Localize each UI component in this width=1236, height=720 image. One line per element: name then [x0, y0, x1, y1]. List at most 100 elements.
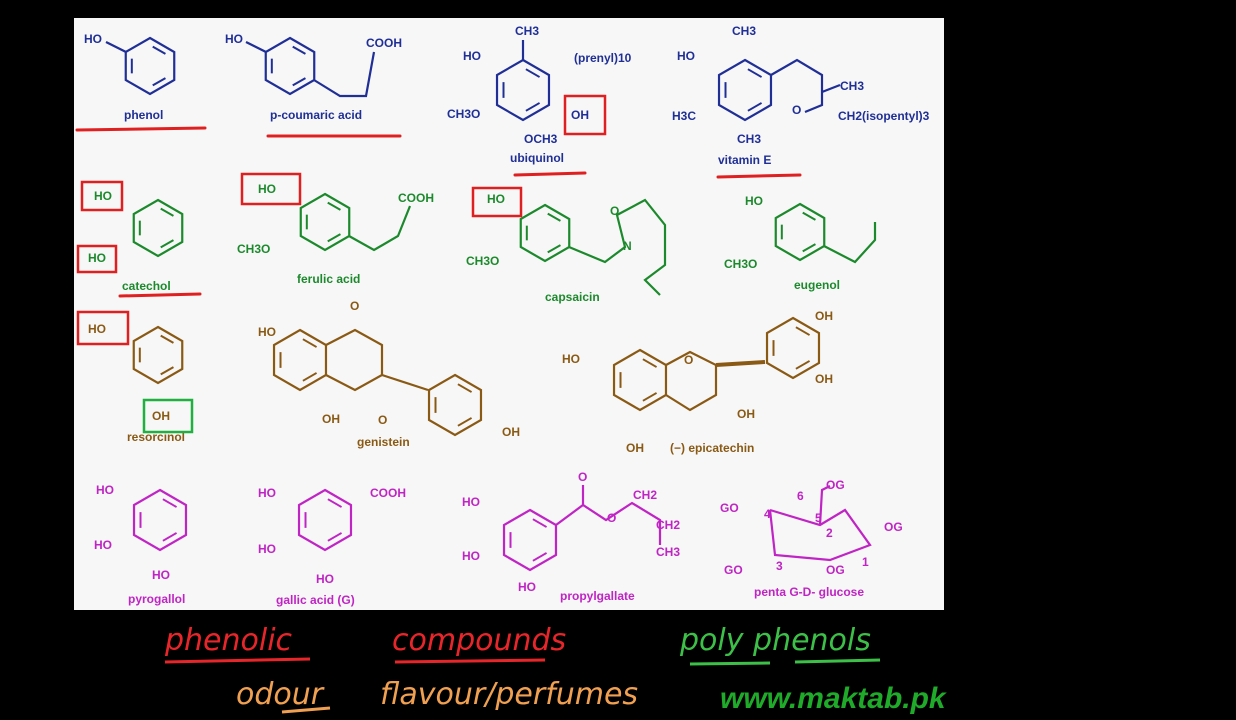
resorcinol-double-bond [160, 334, 174, 344]
capsaicin-double-bond [547, 244, 561, 254]
capsaicin-o: O [610, 204, 619, 218]
glucose-go4: GO [720, 501, 739, 515]
vitamin-e-label: vitamin E [718, 153, 771, 167]
genistein-a-double-bond [302, 372, 318, 382]
propylgallate-double-bond [532, 552, 548, 562]
genistein-a-ring [272, 328, 328, 392]
red-highlight-box [471, 186, 523, 218]
coumaric-label: p-coumaric acid [270, 108, 362, 122]
glucose-n4: 4 [764, 507, 771, 521]
red-underline [513, 171, 587, 177]
capsaicin-double-bond [547, 212, 561, 222]
epicatechin-c [665, 350, 718, 412]
vitamin-e-double-bond [747, 68, 763, 78]
red-underline [716, 173, 802, 179]
genistein-link [381, 373, 429, 392]
genistein-c [325, 328, 384, 392]
gallic-ho3: HO [316, 572, 334, 586]
epicatechin-ho: HO [562, 352, 580, 366]
pyrogallol-double-bond [162, 532, 178, 542]
capsaicin-chain [568, 198, 667, 296]
catechol-double-bond [160, 239, 174, 249]
phenol-ho: HO [84, 32, 102, 46]
red-highlight-box [240, 172, 302, 206]
ubiquinol-label: ubiquinol [510, 151, 564, 165]
red-highlight-box [76, 244, 118, 274]
capsaicin-ho: HO [487, 192, 505, 206]
genistein-oh: OH [322, 412, 340, 426]
ubq-ch3: CH3 [515, 24, 539, 38]
resorcinol-ring [132, 325, 184, 385]
ubq-och3: OCH3 [524, 132, 558, 146]
propyl-o1: O [578, 470, 587, 484]
handwriting-underline [281, 706, 331, 714]
gallic-ring [297, 488, 353, 552]
catechol-ho2: HO [88, 251, 106, 265]
epicatechin-label: (−) epicatechin [670, 441, 754, 455]
propyl-ch3: CH3 [656, 545, 680, 559]
genistein-b-double-bond [457, 383, 473, 393]
propylgallate-double-bond [532, 518, 548, 528]
catechol-double-bond [160, 207, 174, 217]
row-brown: HO OH resorcinol HO OH O O OH genistein … [88, 299, 833, 455]
glucose-go3: GO [724, 563, 743, 577]
ferulic-double-bond [327, 233, 341, 243]
epicatechin-a-ring [612, 348, 668, 412]
row-magenta: HO HO HO pyrogallol HO HO HO COOH gallic… [94, 470, 903, 607]
resorcinol-ho: HO [88, 322, 106, 336]
pyrogallol-ho2: HO [94, 538, 112, 552]
coumaric-bond [245, 41, 267, 53]
vite-b [821, 83, 841, 94]
gallic-ho1: HO [258, 486, 276, 500]
annotations [75, 94, 881, 714]
ferulic-label: ferulic acid [297, 272, 360, 286]
genistein-o-keto: O [378, 413, 387, 427]
ubq-ch3o: CH3O [447, 107, 480, 121]
catechol-label: catechol [122, 279, 171, 293]
vite-ch3-bottom: CH3 [737, 132, 761, 146]
red-highlight-box [80, 180, 124, 212]
phenol-double-bond [152, 45, 166, 55]
epicatechin-oh3: OH [737, 407, 755, 421]
ferulic-ho: HO [258, 182, 276, 196]
propyl-ho1: HO [462, 495, 480, 509]
genistein-b-ring [427, 373, 483, 437]
capsaicin-ring [519, 203, 571, 263]
epicatechin-b-double-bond [795, 360, 811, 370]
genistein-a-double-bond [302, 338, 318, 348]
eugenol-ch3o: CH3O [724, 257, 757, 271]
catechol-ring [132, 198, 184, 258]
glucose-c6 [818, 485, 831, 526]
coumaric-ho: HO [225, 32, 243, 46]
phenol-label: phenol [124, 108, 163, 122]
watermark: www.maktab.pk [720, 682, 947, 715]
ubq-ho: HO [463, 49, 481, 63]
ferulic-double-bond [327, 201, 341, 211]
ferulic-ch3o: CH3O [237, 242, 270, 256]
coumaric-chain [313, 51, 376, 98]
gallic-double-bond [327, 532, 343, 542]
ubq-oh: OH [571, 108, 589, 122]
vite-o: O [792, 103, 801, 117]
red-highlight-box [76, 310, 130, 346]
gallic-ho2: HO [258, 542, 276, 556]
pyrogallol-double-bond [162, 498, 178, 508]
epicatechin-b-ring [765, 316, 821, 380]
red-underline [118, 292, 202, 298]
pyrogallol-ho3: HO [152, 568, 170, 582]
eugenol-ring [774, 202, 826, 262]
handwriting-underline [394, 658, 546, 664]
handwriting-flavour: flavour/perfumes [380, 677, 638, 712]
handwriting-compounds: compounds [392, 623, 566, 658]
propyl-ho3: HO [518, 580, 536, 594]
glucose-og2: OG [826, 563, 845, 577]
red-highlight-box [563, 94, 607, 136]
ubiquinol-double-bond [525, 102, 541, 112]
vite-ho: HO [677, 49, 695, 63]
epicatechin-oh2: OH [815, 372, 833, 386]
gallic-cooh: COOH [370, 486, 406, 500]
eugenol-double-bond [802, 211, 816, 221]
propylgallate-label: propylgallate [560, 589, 635, 603]
vite-h3c: H3C [672, 109, 696, 123]
epicatechin-a-double-bond [642, 392, 658, 402]
